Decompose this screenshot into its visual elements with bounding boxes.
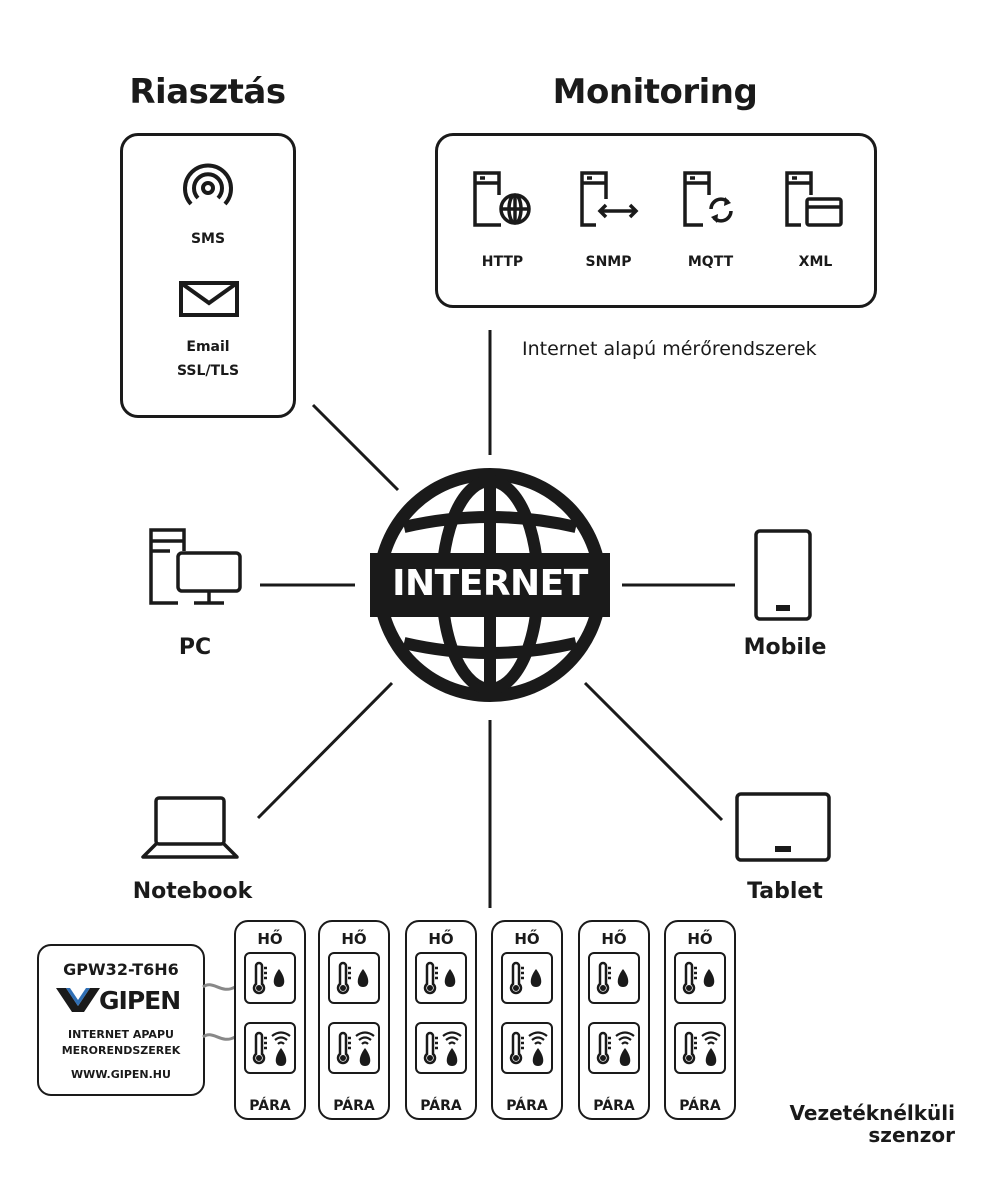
gipen-logo-icon (56, 988, 100, 1012)
sensor-top-label: HŐ (341, 930, 367, 948)
sensor-caption-line2: szenzor (868, 1123, 955, 1147)
line-alarm (311, 403, 400, 492)
sensor-temp-cell (588, 952, 640, 1004)
gateway-line1: INTERNET APAPU (68, 1028, 174, 1041)
sensor-top-label: HŐ (257, 930, 283, 948)
sensor-bottom-label: PÁRA (593, 1098, 635, 1114)
snmp-label: SNMP (585, 254, 632, 270)
thermometer-drop-icon (682, 961, 715, 995)
wireless-sensor: HŐ PÁRA (405, 920, 477, 1120)
sensor-bottom-label: PÁRA (249, 1098, 291, 1114)
pc-label: PC (178, 635, 212, 660)
gateway-brand: GIPEN (99, 986, 181, 1015)
sensor-bottom-label: PÁRA (506, 1098, 548, 1114)
notebook-icon (141, 796, 239, 859)
sensor-temp-cell (501, 952, 553, 1004)
sensor-bottom-label: PÁRA (333, 1098, 375, 1114)
alarm-panel: SMS Email SSL/TLS (120, 133, 296, 418)
thermometer-drop-icon (336, 961, 369, 995)
sensor-temp-cell (328, 952, 380, 1004)
sensor-top-label: HŐ (514, 930, 540, 948)
gateway-link-lines (202, 983, 236, 1041)
tablet-label: Tablet (747, 879, 823, 904)
thermometer-wifi-drop-icon (682, 1031, 721, 1066)
thermometer-drop-icon (596, 961, 629, 995)
thermometer-wifi-drop-icon (336, 1031, 375, 1066)
sensor-humidity-cell (501, 1022, 553, 1074)
thermometer-wifi-drop-icon (423, 1031, 462, 1066)
wireless-sensor: HŐ PÁRA (664, 920, 736, 1120)
gateway-line2: MERORENDSZEREK (61, 1044, 181, 1057)
gateway-url: WWW.GIPEN.HU (71, 1068, 171, 1081)
sensor-humidity-cell (244, 1022, 296, 1074)
gateway-panel: GPW32-T6H6 GIPEN INTERNET APAPU MEROREND… (37, 944, 205, 1096)
sensor-top-label: HŐ (687, 930, 713, 948)
notebook-label: Notebook (132, 879, 253, 904)
thermometer-drop-icon (509, 961, 542, 995)
sms-label: SMS (190, 231, 226, 247)
xml-label: XML (798, 254, 833, 270)
mobile-icon (754, 529, 812, 621)
sensor-temp-cell (674, 952, 726, 1004)
email-sub-label: SSL/TLS (176, 363, 240, 379)
gateway-model: GPW32-T6H6 (63, 960, 179, 979)
sensor-temp-cell (244, 952, 296, 1004)
sensor-temp-cell (415, 952, 467, 1004)
tablet-icon (735, 792, 831, 862)
globe-icon (370, 468, 610, 702)
sensor-top-label: HŐ (428, 930, 454, 948)
alarm-title: Riasztás (129, 72, 286, 112)
sensor-caption-line1: Vezetéknélküli (789, 1101, 956, 1125)
sensor-bottom-label: PÁRA (679, 1098, 721, 1114)
server-globe-icon (473, 171, 531, 227)
envelope-icon (179, 281, 239, 317)
wireless-sensor: HŐ PÁRA (318, 920, 390, 1120)
email-label: Email (186, 339, 230, 355)
sensor-top-label: HŐ (601, 930, 627, 948)
mqtt-label: MQTT (687, 254, 734, 270)
wireless-sensor: HŐ PÁRA (491, 920, 563, 1120)
monitoring-caption: Internet alapú mérőrendszerek (522, 338, 817, 360)
pc-icon (149, 528, 242, 605)
sensor-humidity-cell (415, 1022, 467, 1074)
sensor-bottom-label: PÁRA (420, 1098, 462, 1114)
monitoring-panel: HTTP SNMP MQTT (435, 133, 877, 308)
sensor-humidity-cell (674, 1022, 726, 1074)
thermometer-drop-icon (423, 961, 456, 995)
internet-label: INTERNET (392, 563, 588, 604)
thermometer-drop-icon (252, 961, 285, 995)
sms-signal-icon (183, 163, 233, 206)
thermometer-wifi-drop-icon (596, 1031, 635, 1066)
server-sync-icon (683, 171, 733, 227)
line-notebook (256, 681, 394, 820)
sensor-humidity-cell (588, 1022, 640, 1074)
server-arrows-icon (580, 171, 639, 227)
sensor-humidity-cell (328, 1022, 380, 1074)
wireless-sensor: HŐ PÁRA (234, 920, 306, 1120)
line-tablet (583, 681, 724, 822)
http-label: HTTP (481, 254, 524, 270)
wireless-sensor: HŐ PÁRA (578, 920, 650, 1120)
thermometer-wifi-drop-icon (509, 1031, 548, 1066)
monitoring-title: Monitoring (552, 72, 758, 112)
thermometer-wifi-drop-icon (252, 1031, 291, 1066)
server-window-icon (785, 171, 843, 227)
mobile-label: Mobile (743, 635, 827, 660)
